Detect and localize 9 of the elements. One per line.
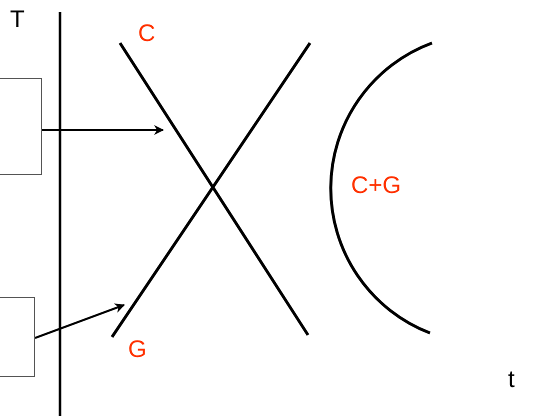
arrow [42, 125, 164, 135]
arrow [34, 303, 125, 339]
curve-label: C+G [351, 174, 402, 198]
curve-label: G [128, 338, 147, 362]
axis-label: t [508, 368, 515, 392]
curve-label: C [138, 22, 156, 46]
axis-label: T [10, 8, 25, 32]
empty-box [0, 78, 42, 175]
empty-box [0, 297, 35, 377]
